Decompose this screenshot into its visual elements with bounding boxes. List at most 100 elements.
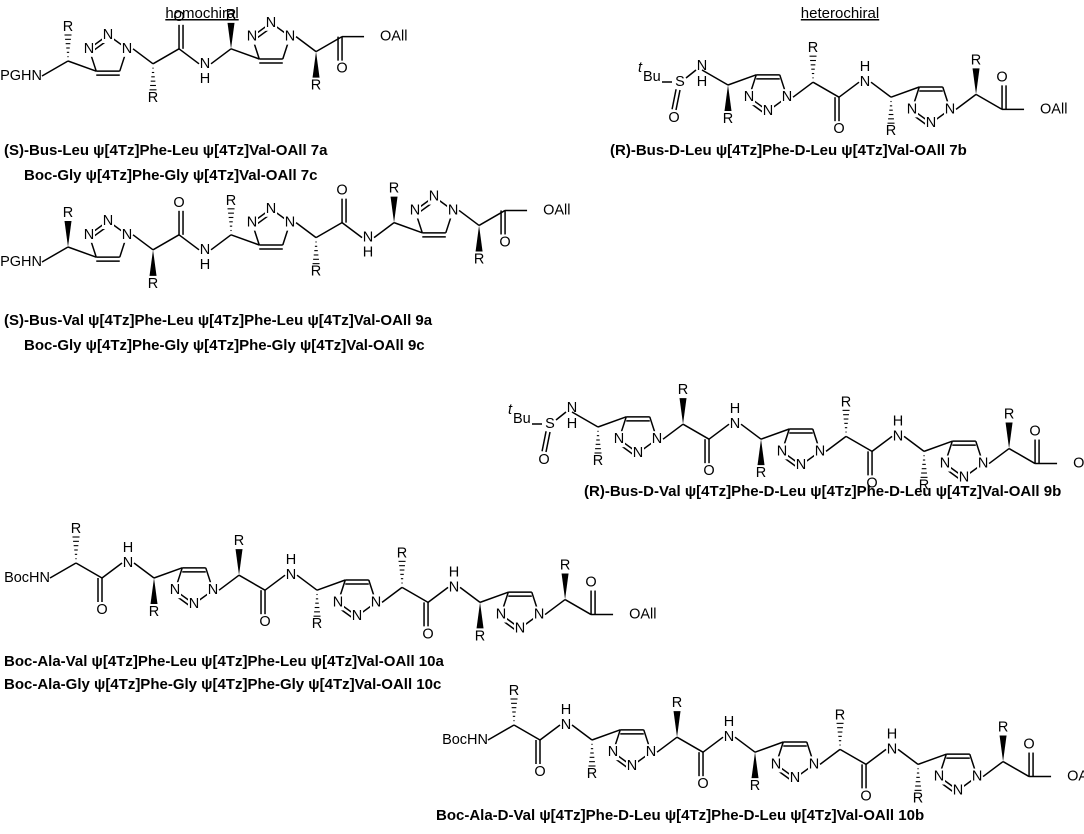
caption-10c: Boc-Ala-Gly ψ[4Tz]Phe-Gly ψ[4Tz]Phe-Gly … — [4, 676, 441, 693]
chain-bond — [754, 741, 784, 753]
header-heterochiral: heterochiral — [801, 5, 879, 22]
triazole-n3: N — [907, 101, 917, 117]
substituent-r: R — [723, 111, 733, 127]
sulfinyl-bond — [545, 431, 551, 453]
chain-bond — [792, 81, 814, 98]
wedge-bond — [673, 711, 681, 738]
substituent-r: R — [971, 52, 981, 68]
chain-bond — [740, 423, 762, 440]
chain-bond — [903, 435, 925, 452]
amide-nitrogen: N — [561, 717, 571, 733]
label-mask — [906, 101, 918, 118]
chain-bond — [917, 753, 947, 766]
sulfinyl-sulfur: S — [675, 74, 685, 90]
chain-bond — [845, 435, 873, 453]
chain-bond — [760, 428, 790, 440]
chain-bond — [685, 69, 697, 79]
substituent-r: R — [678, 382, 688, 398]
chain-bond — [132, 234, 154, 251]
ester-oxygen: O — [499, 234, 510, 250]
label-mask — [82, 226, 95, 243]
hashed-bond — [887, 100, 895, 124]
chain-bond — [825, 435, 847, 452]
ester-oxygen: O — [336, 61, 347, 77]
label-mask — [933, 768, 946, 785]
carbonyl-oxygen: O — [96, 602, 107, 618]
wedge-bond — [972, 68, 980, 95]
triazole-ring: NNN — [246, 200, 297, 250]
chain-bond — [178, 48, 200, 65]
label-mask — [814, 443, 827, 460]
label-mask — [651, 431, 664, 448]
carbonyl-oxygen: O — [833, 121, 844, 137]
triazole-n1: N — [371, 594, 381, 610]
carbonyl-oxygen: O — [259, 614, 270, 630]
triazole-n3: N — [940, 456, 950, 472]
label-mask — [770, 756, 782, 773]
amide-hydrogen: H — [123, 540, 133, 556]
substituent-r: R — [886, 123, 896, 139]
label-mask — [188, 596, 200, 612]
oall-group: OAll — [543, 202, 570, 218]
amide-nitrogen: N — [730, 416, 740, 432]
amide-hydrogen: H — [893, 413, 903, 429]
caption-7b: (R)-Bus-D-Leu ψ[4Tz]Phe-D-Leu ψ[4Tz]Val-… — [610, 142, 967, 159]
triazole-ring: NNN — [939, 440, 990, 486]
chain-bond — [41, 60, 69, 77]
substituent-r: R — [311, 264, 321, 280]
chain-bond — [132, 48, 154, 65]
wedge-bond — [751, 752, 759, 779]
triazole-ring: NNN — [168, 567, 220, 612]
label-mask — [781, 89, 794, 106]
amide-hydrogen: H — [860, 59, 870, 75]
hashed-bond — [313, 593, 321, 617]
chain-bond — [982, 760, 1004, 778]
ester-oxygen: O — [585, 575, 596, 591]
carbonyl-oxygen: O — [534, 764, 545, 780]
amide-nitrogen: N — [860, 74, 870, 90]
substituent-r: R — [474, 251, 484, 267]
sulfinyl-oxygen: O — [668, 110, 679, 126]
tbu-label: Bu — [513, 411, 531, 427]
amide-nitrogen: N — [286, 567, 296, 583]
wedge-bond — [64, 221, 72, 247]
triazole-n2: N — [429, 189, 439, 205]
sulfinamide-nitrogen: N — [697, 58, 707, 74]
hashed-bond — [914, 768, 922, 791]
hashed-bond — [149, 67, 157, 91]
triazole-n3: N — [771, 756, 781, 772]
label-mask — [332, 594, 344, 611]
chain-bond — [459, 586, 481, 603]
wedge-bond — [227, 22, 235, 49]
substituent-r: R — [312, 616, 322, 632]
substituent-r: R — [756, 465, 766, 481]
chain-bond — [564, 598, 592, 616]
sulfinamide-hydrogen: H — [697, 74, 707, 90]
triazole-ring: NNN — [770, 741, 821, 787]
wedge-bond — [235, 549, 243, 576]
caption-9c: Boc-Gly ψ[4Tz]Phe-Gly ψ[4Tz]Phe-Gly ψ[4T… — [24, 337, 425, 354]
chain-bond — [656, 736, 678, 753]
label-mask — [795, 457, 808, 474]
triazole-n2: N — [266, 201, 276, 217]
label-mask — [762, 103, 774, 119]
carbonyl-oxygen: O — [703, 463, 714, 479]
wedge-bond — [475, 225, 483, 252]
hashed-bond — [510, 698, 518, 722]
triazole-ring: NNN — [332, 579, 383, 625]
triazole-n3: N — [496, 607, 506, 623]
wedge-bond — [312, 51, 320, 78]
chain-bond — [955, 93, 977, 110]
substituent-r: R — [808, 40, 818, 56]
triazole-n1: N — [782, 89, 792, 105]
triazole-n2: N — [189, 596, 199, 612]
triazole-ring: NNN — [612, 416, 664, 461]
sulfinamide-nitrogen: N — [567, 400, 577, 416]
chain-bond — [1008, 447, 1036, 465]
label-mask — [351, 608, 364, 625]
oall-group: OAll — [629, 607, 656, 623]
triazole-n3: N — [934, 769, 944, 785]
